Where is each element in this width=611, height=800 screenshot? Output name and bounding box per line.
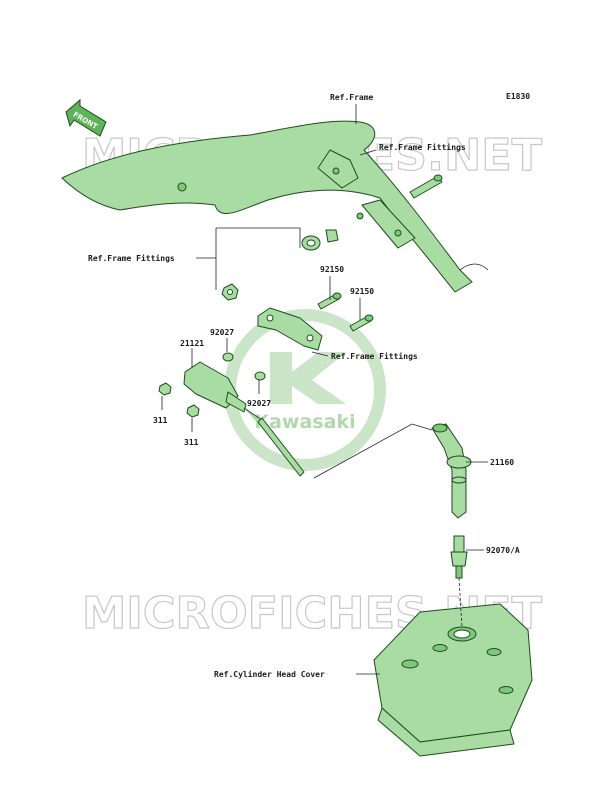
label-21160: 21160 [490, 458, 514, 467]
bolt-92150-a-part [317, 292, 342, 310]
label-92070a: 92070/A [486, 546, 520, 555]
diagram-code: E1830 [506, 92, 530, 101]
label-92027-b: 92027 [247, 399, 271, 408]
label-21121: 21121 [180, 339, 204, 348]
logo-text: Kawasaki [254, 411, 355, 433]
frame-part [61, 120, 489, 293]
label-ref-frame-fittings-mid: Ref.Frame Fittings [331, 351, 418, 361]
label-92150-a: 92150 [320, 265, 344, 274]
label-ref-frame: Ref.Frame [330, 93, 374, 102]
label-ref-frame-fittings-top: Ref.Frame Fittings [379, 142, 466, 152]
label-92027-a: 92027 [210, 328, 234, 337]
label-ref-frame-fittings-left: Ref.Frame Fittings [88, 253, 175, 263]
bolt-92150-b-part [349, 314, 374, 332]
label-311-a: 311 [153, 416, 168, 425]
spark-plug-cap-part [431, 423, 472, 519]
ignition-coil-part [183, 361, 305, 477]
spark-plug-part [450, 535, 468, 579]
collar-92027-b-part [254, 371, 266, 381]
nut-311-b-part [186, 404, 200, 418]
cylinder-head-cover-part [373, 603, 533, 757]
label-311-b: 311 [184, 438, 199, 447]
frame-bolt-part [409, 174, 443, 199]
leader-lines [161, 104, 488, 675]
nut-311-a-part [158, 382, 172, 396]
label-92150-b: 92150 [350, 287, 374, 296]
coil-bracket-part [257, 307, 323, 351]
collar-92027-a-part [222, 352, 234, 362]
label-ref-cylinder-head-cover: Ref.Cylinder Head Cover [214, 669, 325, 679]
frame-nut-part [221, 283, 239, 301]
rubber-bushing-part [301, 229, 339, 251]
